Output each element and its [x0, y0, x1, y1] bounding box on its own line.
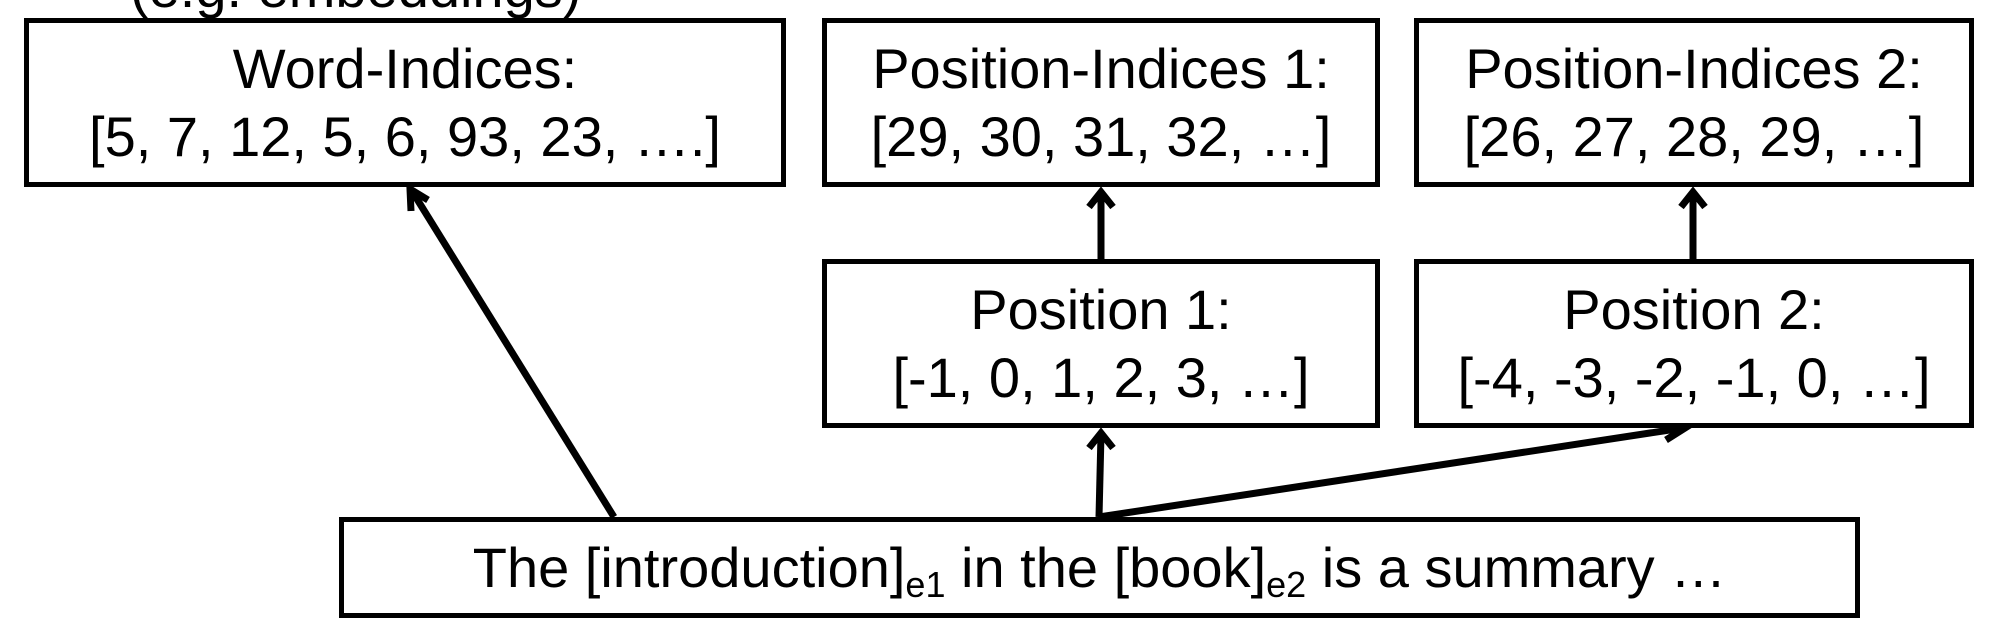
arrowhead-position-indices-2: [1678, 186, 1708, 210]
sentence-part-2: in the [book]: [945, 535, 1267, 599]
arrowhead-word-indices: [406, 182, 430, 212]
position-2-title: Position 2:: [1563, 277, 1825, 341]
sentence-box: The [introduction]e1 in the [book]e2 is …: [339, 517, 1860, 618]
position-indices-2-box: Position-Indices 2: [26, 27, 28, 29, …]: [1414, 18, 1974, 187]
position-1-values: [-1, 0, 1, 2, 3, …]: [892, 345, 1310, 409]
position-indices-1-title: Position-Indices 1:: [872, 36, 1330, 100]
word-indices-values: [5, 7, 12, 5, 6, 93, 23, ….]: [89, 104, 721, 168]
word-indices-title: Word-Indices:: [232, 36, 578, 100]
position-indices-1-values: [29, 30, 31, 32, …]: [870, 104, 1332, 168]
entity-1-subscript: e1: [905, 563, 946, 605]
arrow-sentence-to-word-indices: [409, 189, 617, 519]
top-cutoff-text: (e.g. embeddings): [130, 0, 581, 16]
sentence-part-3: is a summary …: [1306, 535, 1727, 599]
arrow-sentence-to-position-1: [1095, 433, 1105, 518]
arrowhead-position-indices-1: [1086, 186, 1116, 210]
position-2-box: Position 2: [-4, -3, -2, -1, 0, …]: [1414, 259, 1974, 428]
arrowhead-position-1: [1086, 427, 1116, 451]
word-indices-box: Word-Indices: [5, 7, 12, 5, 6, 93, 23, ……: [24, 18, 786, 187]
position-indices-2-title: Position-Indices 2:: [1465, 36, 1923, 100]
position-1-box: Position 1: [-1, 0, 1, 2, 3, …]: [822, 259, 1380, 428]
position-indices-1-box: Position-Indices 1: [29, 30, 31, 32, …]: [822, 18, 1380, 187]
sentence-part-1: The [introduction]: [472, 535, 906, 599]
sentence-text: The [introduction]e1 in the [book]e2 is …: [472, 534, 1727, 605]
position-indices-2-values: [26, 27, 28, 29, …]: [1463, 104, 1925, 168]
position-1-title: Position 1:: [970, 277, 1232, 341]
arrow-sentence-to-position-2: [1098, 424, 1684, 521]
position-2-values: [-4, -3, -2, -1, 0, …]: [1457, 345, 1931, 409]
entity-2-subscript: e2: [1266, 563, 1307, 605]
